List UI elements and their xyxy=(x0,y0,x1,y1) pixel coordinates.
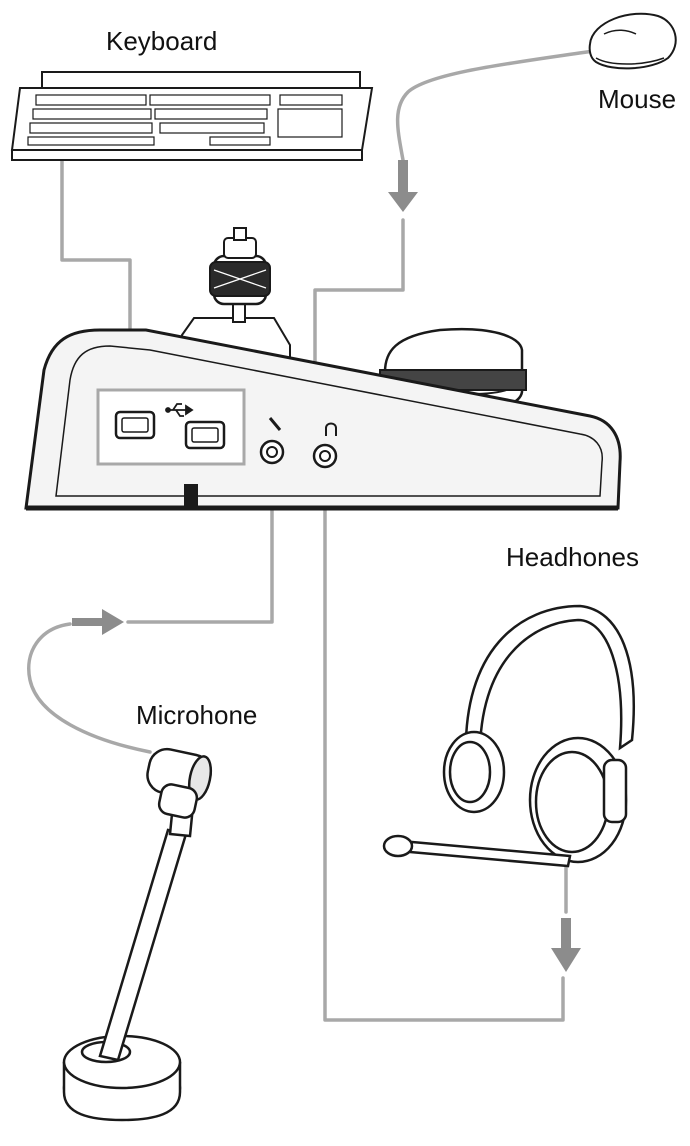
usb-icon xyxy=(165,403,194,417)
mouse-illustration xyxy=(588,12,677,70)
headphones-label: Headhones xyxy=(506,542,639,572)
microphone-arrow xyxy=(72,609,124,635)
microphone-jack xyxy=(259,417,285,465)
cables xyxy=(27,48,602,1022)
headphone-jack xyxy=(312,422,338,469)
joystick xyxy=(181,227,291,362)
headphone-arrow xyxy=(551,918,581,972)
mouse-cable-top xyxy=(395,48,602,162)
microphone-illustration xyxy=(62,747,213,1122)
control-unit xyxy=(24,227,622,511)
microphone-icon xyxy=(268,417,282,431)
microphone-cable-gooseneck xyxy=(27,622,152,754)
microphone-label: Microhone xyxy=(136,700,257,730)
keyboard-cable xyxy=(60,158,132,392)
keyboard-label: Keyboard xyxy=(106,26,217,56)
microphone-cable xyxy=(126,460,274,624)
mouse-arrow xyxy=(388,160,418,212)
usb-port-right xyxy=(184,420,226,450)
headset-illustration xyxy=(382,604,635,868)
headphone-cable xyxy=(323,464,565,1022)
arrows xyxy=(72,160,581,972)
mouse-label: Mouse xyxy=(598,84,676,114)
usb-port-left xyxy=(114,410,156,440)
keyboard-illustration xyxy=(10,71,374,161)
headphone-icon xyxy=(325,422,337,436)
usb-ports xyxy=(96,388,246,466)
